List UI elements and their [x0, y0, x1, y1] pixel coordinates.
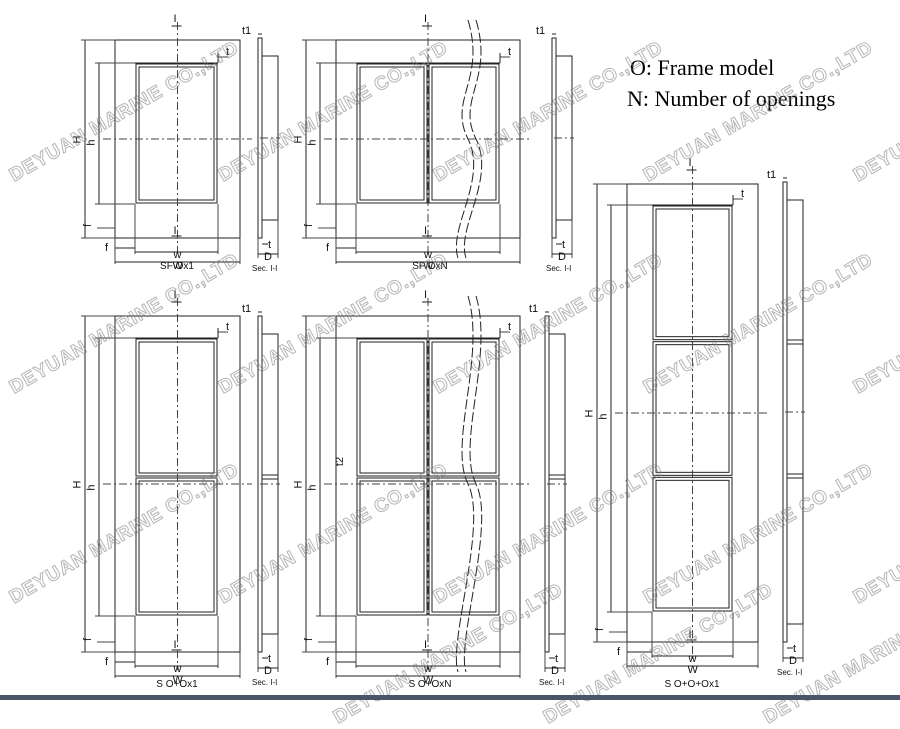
view-caption-5: S O+O+Ox1: [664, 679, 720, 690]
soo-ox1-label-t1: t1: [767, 169, 777, 181]
so-oxn-label-f-h: f: [326, 656, 330, 668]
so-oxn-label-w: w: [424, 663, 432, 675]
sf-oxn-label-f-v: f: [303, 223, 316, 228]
soo-ox1-label-h: h: [597, 413, 610, 420]
so-ox1-label-t1: t1: [242, 303, 252, 315]
so-ox1-opening: [135, 477, 218, 616]
view-caption-3: S O+Ox1: [156, 679, 198, 690]
so-oxn-opening-inner: [359, 341, 425, 474]
sf-oxn-marker-I-bottom: I: [424, 225, 428, 237]
soo-ox1-label-t-bottom: t: [793, 643, 797, 655]
sf-oxn-opening-inner: [431, 66, 497, 201]
sf-ox1-opening: [135, 63, 218, 204]
so-ox1-label-sec: Sec. I-I: [252, 678, 278, 687]
sf-oxn-label-W: W: [423, 260, 434, 272]
soo-ox1-label-H: H: [583, 409, 596, 418]
so-oxn-opening: [428, 477, 500, 616]
so-oxn-opening: [428, 338, 500, 477]
so-oxn-label-D: D: [551, 665, 559, 677]
sf-oxn-opening: [356, 63, 428, 204]
legend-frame-model: O: Frame model: [630, 55, 775, 80]
sf-ox1-opening-inner: [138, 66, 215, 201]
soo-ox1-marker-I-top: I: [688, 157, 692, 169]
so-oxn-marker-I-top: I: [424, 289, 428, 301]
view-caption-2: SF OxN: [412, 261, 448, 272]
so-ox1-label-H: H: [71, 480, 84, 489]
sf-oxn-opening-inner: [359, 66, 425, 201]
so-ox1-opening-inner: [138, 480, 215, 613]
sf-ox1-label-W: W: [172, 260, 183, 272]
so-oxn-marker-I-bottom: I: [424, 639, 428, 651]
so-oxn-label-f-v: f: [303, 637, 316, 642]
sf-oxn-label-t: t: [508, 46, 512, 58]
soo-ox1-label-W: W: [687, 664, 698, 676]
so-oxn-label-t: t: [508, 321, 512, 333]
so-oxn-label-t-bottom: t: [555, 653, 559, 665]
soo-ox1-label-D: D: [789, 655, 797, 667]
soo-ox1-label-f-h: f: [617, 646, 621, 658]
so-oxn-opening: [356, 338, 428, 477]
sf-ox1-label-w: w: [173, 249, 182, 261]
sf-oxn-label-D: D: [558, 251, 566, 263]
sf-ox1-label-t: t: [226, 46, 230, 58]
so-ox1-label-t-bottom: t: [268, 653, 272, 665]
so-oxn-label-W: W: [423, 674, 434, 686]
sf-ox1-marker-I-top: I: [173, 13, 177, 25]
so-ox1-label-t: t: [226, 321, 230, 333]
sf-oxn-marker-I-top: I: [424, 13, 428, 25]
sf-oxn-opening: [428, 63, 500, 204]
sf-oxn-break-line: [455, 19, 475, 259]
footer-bar: [0, 695, 900, 700]
sf-oxn-label-sec: Sec. I-I: [546, 264, 572, 273]
so-ox1-label-h: h: [85, 484, 98, 491]
sf-oxn-label-h: h: [306, 139, 319, 146]
sf-ox1-label-t-bottom: t: [268, 239, 272, 251]
drawing-canvas: [81, 19, 805, 678]
sf-oxn-label-t1: t1: [536, 25, 546, 37]
so-oxn-label-H: H: [292, 480, 305, 489]
sf-oxn-label-f-h: f: [326, 242, 330, 254]
soo-ox1-label-t: t: [741, 188, 745, 200]
soo-ox1-label-w: w: [688, 653, 697, 665]
so-oxn-opening-inner: [431, 480, 497, 613]
so-oxn-label-h: h: [306, 484, 319, 491]
so-oxn-opening: [356, 477, 428, 616]
so-ox1-marker-I-top: I: [173, 289, 177, 301]
sf-ox1-label-f-h: f: [105, 242, 109, 254]
soo-ox1-opening-inner: [655, 479, 730, 609]
sf-oxn-label-t-bottom: t: [562, 239, 566, 251]
sf-ox1-label-sec: Sec. I-I: [252, 264, 278, 273]
view-caption-1: SF Ox1: [160, 261, 194, 272]
legend-number-openings: N: Number of openings: [627, 86, 836, 111]
so-oxn-label-t2: t2: [334, 456, 347, 467]
soo-ox1-marker-I-bottom: I: [688, 629, 692, 641]
so-ox1-label-w: w: [173, 663, 182, 675]
sf-ox1-label-D: D: [264, 251, 272, 263]
sf-ox1-label-f-v: f: [82, 223, 95, 228]
soo-ox1-label-f-v: f: [594, 627, 607, 632]
so-ox1-label-f-v: f: [82, 637, 95, 642]
so-ox1-opening: [135, 338, 218, 477]
so-ox1-label-W: W: [172, 674, 183, 686]
so-ox1-opening-inner: [138, 341, 215, 474]
so-oxn-label-t1: t1: [529, 303, 539, 315]
soo-ox1-label-sec: Sec. I-I: [777, 668, 803, 677]
so-oxn-label-sec: Sec. I-I: [539, 678, 565, 687]
sf-oxn-label-w: w: [424, 249, 432, 261]
sf-ox1-marker-I-bottom: I: [173, 225, 177, 237]
so-ox1-label-D: D: [264, 665, 272, 677]
so-ox1-marker-I-bottom: I: [173, 639, 177, 651]
sf-ox1-label-t1: t1: [242, 25, 252, 37]
so-ox1-label-f-h: f: [105, 656, 109, 668]
so-oxn-opening-inner: [359, 480, 425, 613]
view-caption-4: S O+OxN: [408, 679, 452, 690]
